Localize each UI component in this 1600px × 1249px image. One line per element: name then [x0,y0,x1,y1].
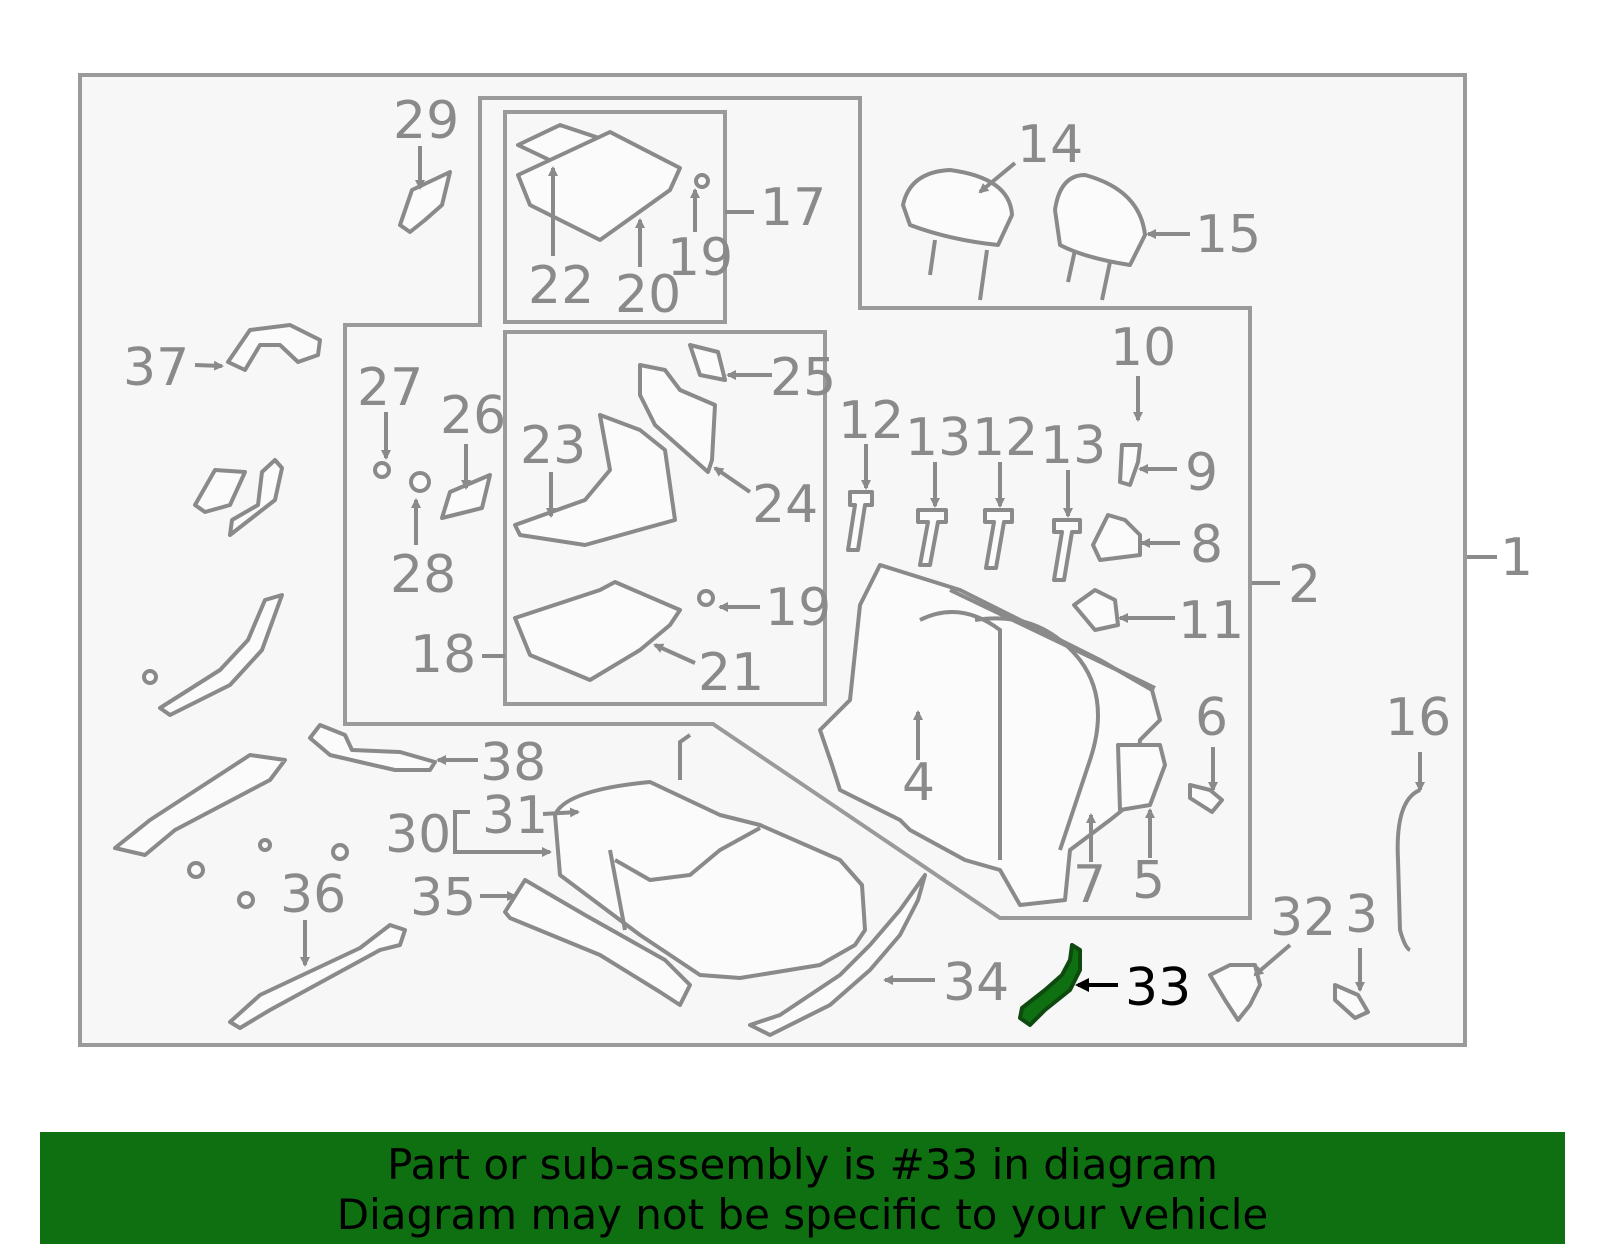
part-25-clip [688,343,727,382]
callout-30: 30 [385,805,451,865]
callout-31: 31 [482,786,548,846]
part-trim-b [228,458,284,537]
armrest-frame [503,110,727,324]
callout-11: 11 [1178,591,1244,651]
callout-2: 2 [1288,555,1321,615]
clip-d [258,838,272,852]
callout-19a: 19 [667,228,733,288]
callout-18: 18 [410,625,476,685]
clip-c [331,843,349,861]
callout-10: 10 [1110,318,1176,378]
callout-17: 17 [760,178,826,238]
part-15-headrest [1053,173,1147,267]
part-trim-c [158,593,284,717]
part-19-screw-top [694,173,710,189]
part-trim-d [113,753,287,857]
part-28-washer [409,471,431,493]
callout-1: 1 [1500,528,1533,588]
callout-33: 33 [1125,958,1191,1018]
callout-27: 27 [357,358,423,418]
callout-20: 20 [615,265,681,325]
callout-9: 9 [1185,443,1218,503]
callout-25: 25 [770,348,836,408]
callout-13a: 13 [905,408,971,468]
callout-21: 21 [698,643,764,703]
part-19-screw-mid [697,589,715,607]
part-9-fastener [1118,443,1142,487]
part-13-guide-b [1052,518,1082,582]
callout-5: 5 [1132,851,1165,911]
callout-12a: 12 [838,391,904,451]
part-24-panel [638,363,717,474]
clip-a [187,861,205,879]
part-37-harness [226,323,322,372]
clip-b [237,891,255,909]
callout-23: 23 [520,416,586,476]
callout-24: 24 [752,475,818,535]
info-banner: Part or sub-assembly is #33 in diagram D… [40,1132,1565,1244]
callout-36: 36 [280,865,346,925]
part-35-rail [503,878,692,1007]
callout-15: 15 [1195,205,1261,265]
part-3-bolt [1333,983,1370,1020]
banner-line-2: Diagram may not be specific to your vehi… [336,1190,1269,1239]
callout-3: 3 [1345,885,1378,945]
callout-12b: 12 [972,408,1038,468]
callout-7: 7 [1073,855,1106,915]
part-27-bolt [373,461,391,479]
bolt-left [142,669,158,685]
callout-19b: 19 [765,578,831,638]
part-13-guide-a [916,508,948,567]
callout-8: 8 [1190,515,1223,575]
part-30-cushion [553,780,867,980]
callout-35: 35 [410,868,476,928]
callout-28: 28 [390,545,456,605]
part-trim-a [193,468,247,514]
part-12-guide-a [846,490,874,552]
callout-37: 37 [123,338,189,398]
part-12-guide-b [983,508,1014,570]
callout-16: 16 [1385,688,1451,748]
part-34-trim [748,873,927,1037]
part-29-bracket [398,170,452,234]
banner-line-1: Part or sub-assembly is #33 in diagram [387,1140,1218,1189]
cupholder-frame [503,330,827,706]
part-33-highlighted [1018,943,1082,1027]
part-36-rail [228,923,407,1030]
part-5-module [1116,743,1167,812]
callout-6: 6 [1195,688,1228,748]
callout-26: 26 [440,386,506,446]
part-8-latch [1091,513,1142,562]
callout-34: 34 [943,953,1009,1013]
callout-13b: 13 [1040,416,1106,476]
callout-14: 14 [1017,115,1083,175]
callout-32: 32 [1270,888,1336,948]
callout-4: 4 [902,753,935,813]
part-16-cable [1395,788,1421,952]
callout-29: 29 [393,91,459,151]
part-6-bolt [1188,783,1224,814]
part-20-armrest [516,130,682,242]
callout-22: 22 [528,256,594,316]
callout-38: 38 [480,733,546,793]
part-32-bracket [1208,963,1262,1022]
part-38-harness [308,723,437,772]
seatback-frame [343,96,1252,920]
part-26-bracket [440,473,492,520]
part-11-clip [1072,588,1120,632]
part-21-cupholder [513,580,682,682]
